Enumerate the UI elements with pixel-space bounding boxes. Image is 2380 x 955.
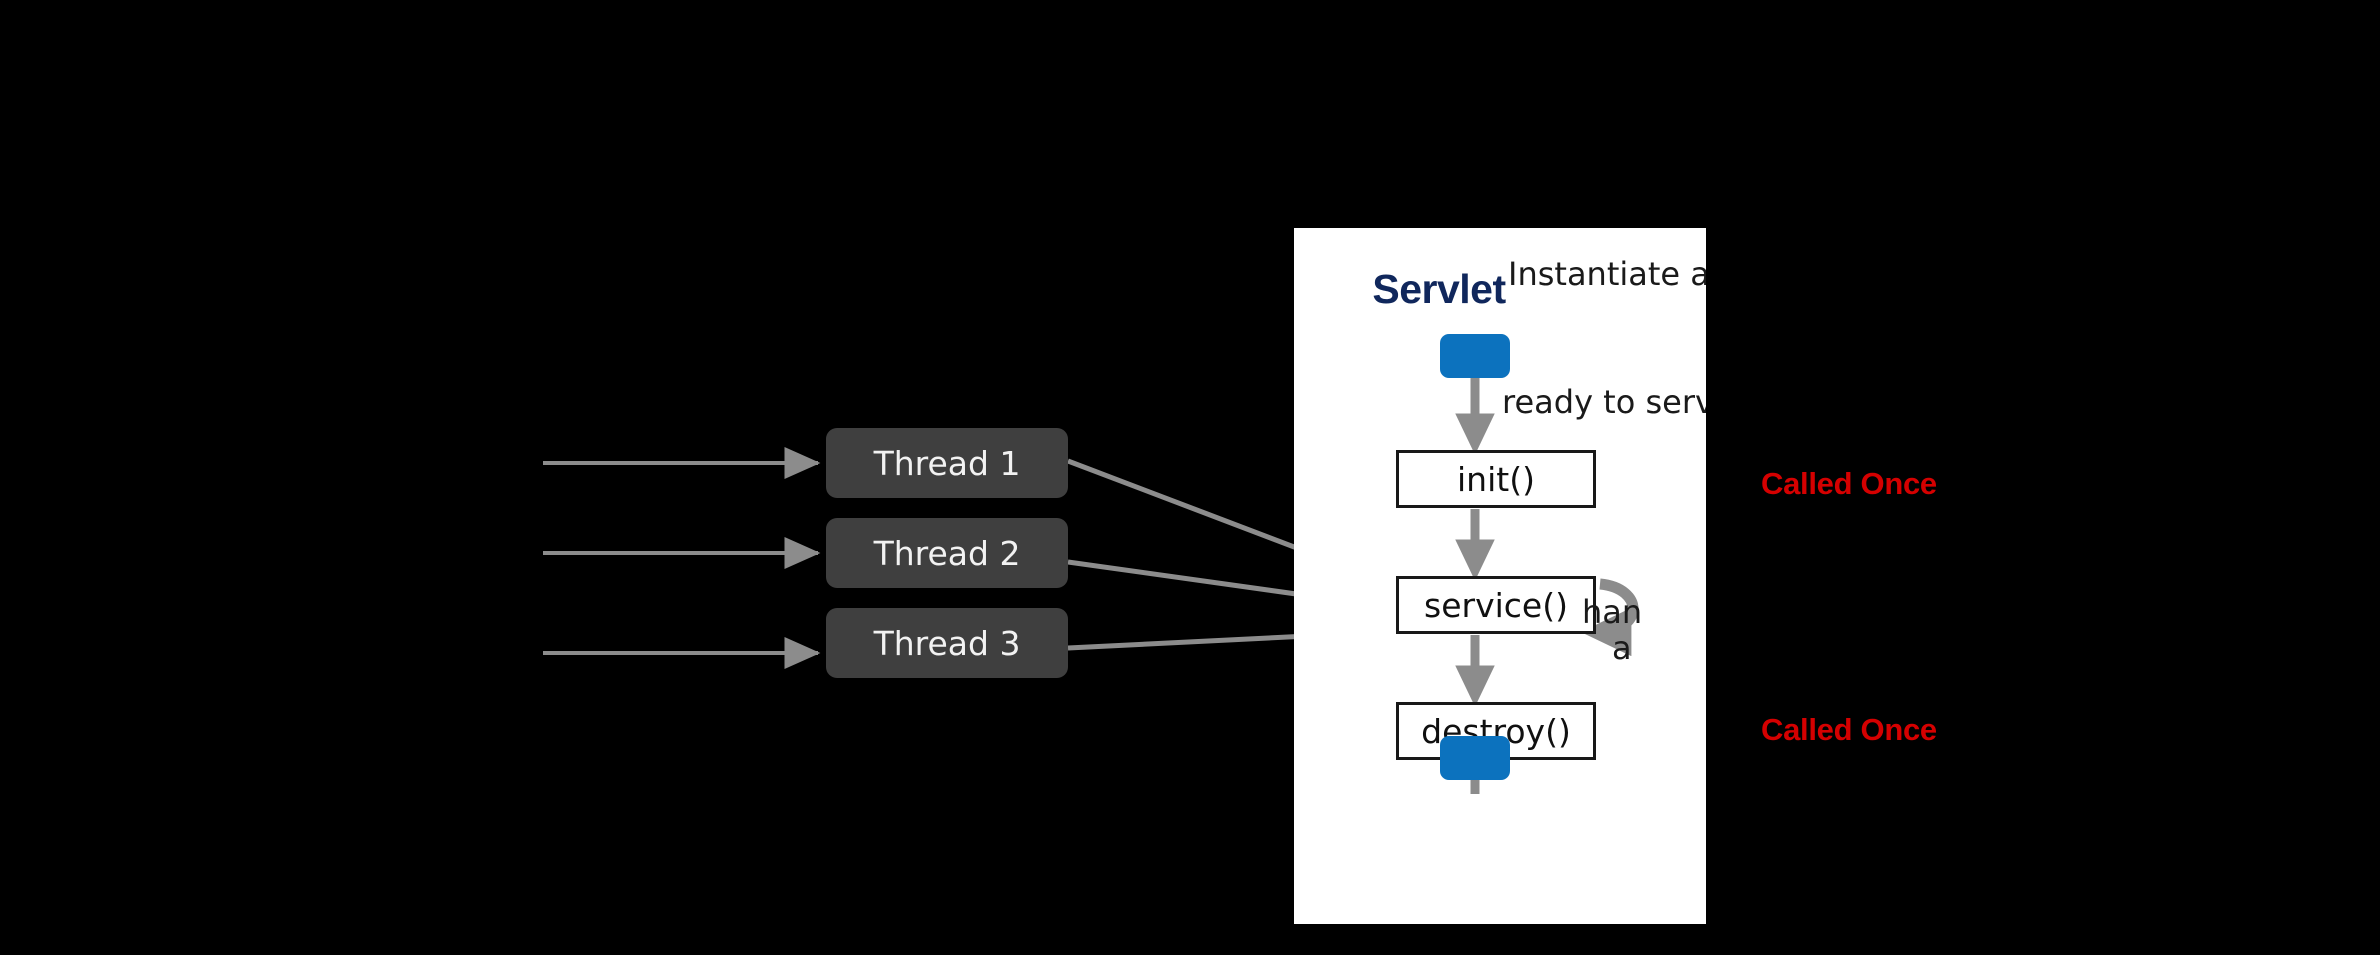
page-title: Servlet [1372,266,1506,312]
lifecycle-box-service[interactable]: service() [1396,576,1596,634]
thread-box-3[interactable]: Thread 3 [826,608,1068,678]
edge-label-instantiate: Instantiate a [1508,255,1706,293]
servlet-panel: Servlet init() service() destroy() [1294,228,1706,924]
note-called-once-init: Called Once [1761,466,1937,501]
note-called-once-destroy: Called Once [1761,712,1937,747]
incoming-request-arrows [543,447,821,669]
edge-label-ready-to-serve: ready to serv [1502,383,1706,421]
thread-box-1[interactable]: Thread 1 [826,428,1068,498]
end-terminator-node [1440,736,1510,780]
edge-label-handle: han [1582,593,1643,631]
start-terminator-node [1440,334,1510,378]
edge-label-handle-continued: a [1612,629,1632,667]
thread-box-2[interactable]: Thread 2 [826,518,1068,588]
lifecycle-box-init[interactable]: init() [1396,450,1596,508]
